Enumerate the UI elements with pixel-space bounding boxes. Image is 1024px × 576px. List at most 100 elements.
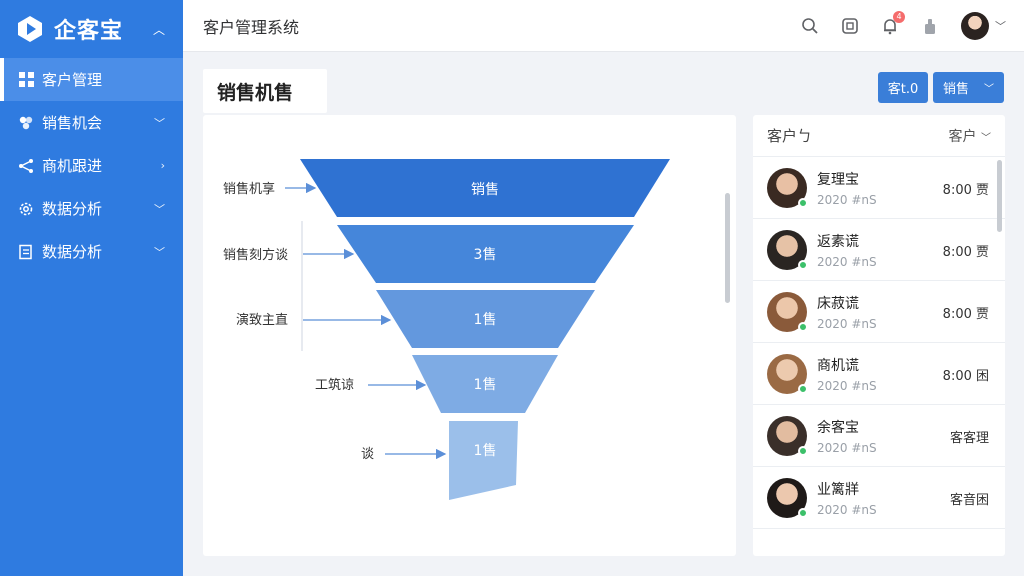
funnel-scrollbar[interactable]	[725, 193, 730, 303]
filter-label: 客户	[948, 128, 977, 145]
funnel-stage-value: 1售	[474, 443, 497, 459]
funnel-stage-label: 销售刻方谈	[223, 247, 288, 263]
customers-button[interactable]: 客t.0	[878, 72, 928, 103]
sales-funnel: 销售 销售机享 3售 销售刻方谈 1售 演致主直 1售 工筑谅 1售 谈	[223, 159, 670, 500]
sidebar-item-label: 销售机会	[42, 114, 103, 132]
avatar	[767, 353, 808, 394]
sidebar-item-label: 客户管理	[42, 71, 103, 89]
avatar	[767, 167, 808, 208]
sidebar-item-data-analysis[interactable]: 数据分析 ﹀	[0, 187, 183, 230]
online-status-dot	[798, 445, 808, 456]
sales-dropdown-button[interactable]: 销售 ﹀	[933, 72, 1004, 103]
avatar	[767, 229, 808, 270]
sidebar-item-label: 数据分析	[42, 243, 103, 261]
customer-name: 余客宝	[817, 419, 859, 436]
funnel-stage-label: 工筑谅	[315, 377, 354, 393]
funnel-stage-label: 演致主直	[236, 312, 288, 328]
customer-time: 8:00 贾	[942, 307, 989, 322]
top-header: 客户管理系统 4 ﹀	[183, 0, 1024, 52]
sidebar-item-label: 商机跟进	[42, 157, 103, 175]
gear-icon	[18, 201, 34, 217]
customer-date: 2020 #nS	[817, 316, 877, 331]
lock-icon[interactable]	[921, 17, 939, 35]
funnel-stage-value: 销售	[471, 182, 499, 198]
brand[interactable]: 企客宝 ︿	[0, 0, 183, 58]
online-status-dot	[798, 197, 808, 208]
page-title: 销售机售	[203, 69, 327, 113]
avatar	[961, 12, 989, 40]
customer-time: 8:00 贾	[942, 183, 989, 198]
sidebar-item-customer-management[interactable]: 客户管理	[0, 58, 183, 101]
customer-list-scrollbar[interactable]	[997, 160, 1002, 232]
online-status-dot	[798, 507, 808, 518]
customer-name: 床菽谎	[817, 295, 859, 312]
chevron-right-icon: ›	[160, 159, 165, 172]
customer-name: 商机谎	[817, 357, 859, 374]
online-status-dot	[798, 259, 808, 270]
customer-time: 8:00 困	[942, 369, 989, 384]
funnel-stage-value: 3售	[474, 247, 497, 263]
customer-filter-dropdown[interactable]: 客户 ﹀	[949, 126, 991, 146]
customer-name: 返素谎	[817, 233, 859, 250]
customer-row[interactable]: 业篱牂 2020 #nS 客音困	[753, 467, 1005, 529]
customer-row[interactable]: 复理宝 2020 #nS 8:00 贾	[753, 157, 1005, 219]
customer-date: 2020 #nS	[817, 440, 877, 455]
grid-icon	[18, 72, 34, 88]
funnel-stage-1[interactable]	[300, 159, 670, 217]
fullscreen-icon[interactable]	[841, 17, 859, 35]
chevron-down-icon: ﹀	[981, 132, 991, 144]
chevron-down-icon: ﹀	[154, 116, 165, 130]
customer-date: 2020 #nS	[817, 502, 877, 517]
online-status-dot	[798, 321, 808, 332]
sidebar-item-opportunity-follow[interactable]: 商机跟进 ›	[0, 144, 183, 187]
online-status-dot	[798, 383, 808, 394]
page-header-title: 客户管理系统	[203, 17, 300, 37]
customer-panel-header: 客户ㄅ 客户 ﹀	[753, 115, 1005, 157]
customer-row[interactable]: 商机谎 2020 #nS 8:00 困	[753, 343, 1005, 405]
chevron-down-icon: ﹀	[984, 84, 994, 95]
sales-button-label: 销售	[943, 82, 970, 97]
chevron-down-icon: ﹀	[995, 20, 1006, 33]
funnel-stage-label: 谈	[361, 447, 374, 462]
bell-icon[interactable]: 4	[881, 11, 905, 35]
avatar	[767, 477, 808, 518]
search-icon[interactable]	[801, 17, 819, 35]
customer-row[interactable]: 余客宝 2020 #nS 客客理	[753, 405, 1005, 467]
customer-panel-title: 客户ㄅ	[767, 127, 813, 145]
sidebar-item-label: 数据分析	[42, 200, 103, 218]
funnel-stage-3[interactable]	[376, 290, 595, 348]
user-menu[interactable]: ﹀	[961, 12, 1006, 40]
chevron-up-icon[interactable]: ︿	[152, 22, 165, 37]
customer-row[interactable]: 返素谎 2020 #nS 8:00 贾	[753, 219, 1005, 281]
customer-date: 2020 #nS	[817, 378, 877, 393]
funnel-stage-2[interactable]	[337, 225, 634, 283]
share-icon	[18, 158, 34, 174]
sidebar-item-data-analysis-2[interactable]: 数据分析 ﹀	[0, 230, 183, 273]
brand-name: 企客宝	[54, 19, 124, 44]
customer-date: 2020 #nS	[817, 192, 877, 207]
brand-logo-icon	[16, 15, 44, 43]
funnel-stage-value: 1售	[474, 312, 497, 328]
funnel-stage-value: 1售	[474, 377, 497, 393]
customer-time: 8:00 贾	[942, 245, 989, 260]
sidebar: 企客宝 ︿ 客户管理 销售机会 ﹀ 商机跟进 › 数据分析 ﹀ 数据分析 ﹀	[0, 0, 183, 576]
customer-time: 客客理	[949, 431, 989, 446]
sidebar-item-sales-opportunity[interactable]: 销售机会 ﹀	[0, 101, 183, 144]
funnel-stage-5[interactable]	[449, 421, 518, 500]
funnel-stage-4[interactable]	[412, 355, 558, 413]
customer-row[interactable]: 床菽谎 2020 #nS 8:00 贾	[753, 281, 1005, 343]
customer-date: 2020 #nS	[817, 254, 877, 269]
customer-name: 复理宝	[817, 171, 859, 188]
chevron-down-icon: ﹀	[154, 202, 165, 216]
funnel-stage-label: 销售机享	[223, 181, 275, 197]
header-toolbar: 4 ﹀	[801, 0, 1006, 52]
cluster-icon	[18, 115, 34, 131]
notification-badge: 4	[893, 11, 905, 23]
customer-time: 客音困	[949, 493, 989, 508]
customer-name: 业篱牂	[817, 481, 859, 498]
chevron-down-icon: ﹀	[154, 245, 165, 259]
avatar	[767, 415, 808, 456]
avatar	[767, 291, 808, 332]
